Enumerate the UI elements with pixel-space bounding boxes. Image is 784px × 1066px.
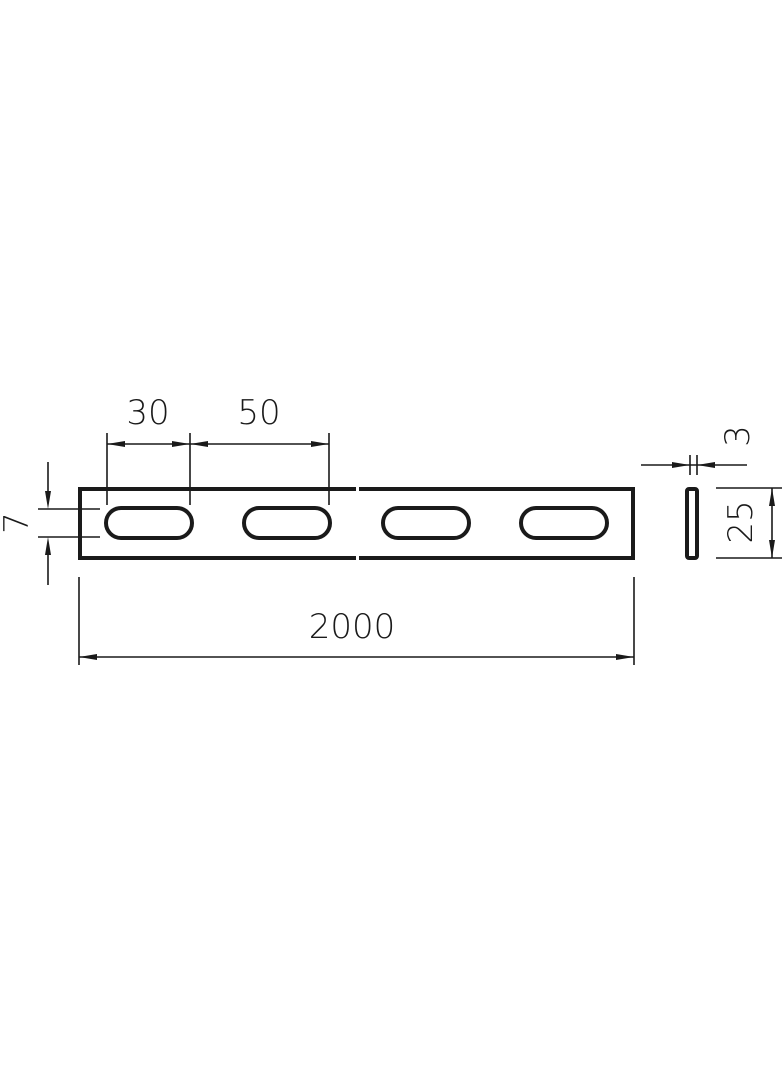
dim-label-7: 7 — [0, 512, 37, 534]
dim-label-25: 25 — [721, 500, 761, 543]
bar-side-view — [685, 487, 699, 560]
dim-label-3: 3 — [718, 425, 758, 447]
dimension-lines — [38, 433, 782, 665]
dim-label-30: 30 — [126, 393, 169, 433]
slot — [104, 506, 194, 540]
dim-label-50: 50 — [237, 393, 280, 433]
slot — [242, 506, 332, 540]
slot — [519, 506, 609, 540]
slot — [381, 506, 471, 540]
dimension-arrows — [45, 441, 775, 660]
slots — [104, 506, 609, 540]
bar-front-view — [78, 487, 635, 560]
dim-label-2000: 2000 — [309, 607, 396, 647]
